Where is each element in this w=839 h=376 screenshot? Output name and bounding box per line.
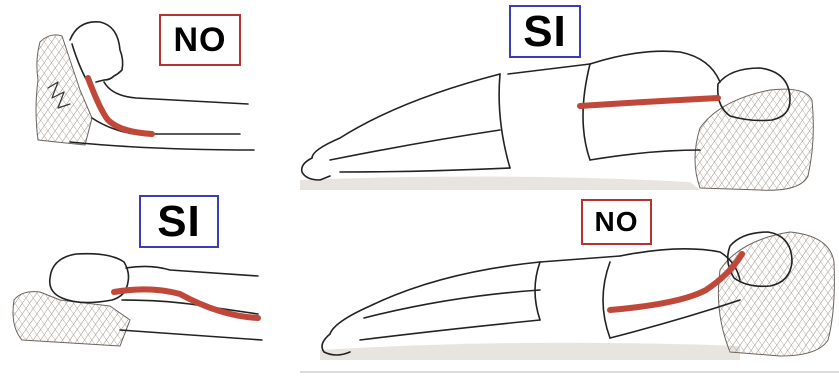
label-no-side-wrong: NO	[581, 199, 652, 245]
figure-side-wrong	[320, 232, 834, 360]
label-si-side-correct: SI	[509, 5, 581, 58]
ground-shadow-1	[300, 176, 700, 190]
head-outline	[70, 22, 123, 82]
head-outline-2	[50, 254, 129, 303]
ground-shadow-2	[320, 343, 740, 360]
label-si-correct-pillow: SI	[139, 195, 219, 248]
figure-side-correct	[300, 51, 813, 190]
figure-correct-pillow	[13, 254, 262, 346]
spine-bent	[88, 78, 152, 134]
label-no-high-pillow: NO	[159, 14, 241, 66]
spine-straight-2	[580, 98, 718, 106]
